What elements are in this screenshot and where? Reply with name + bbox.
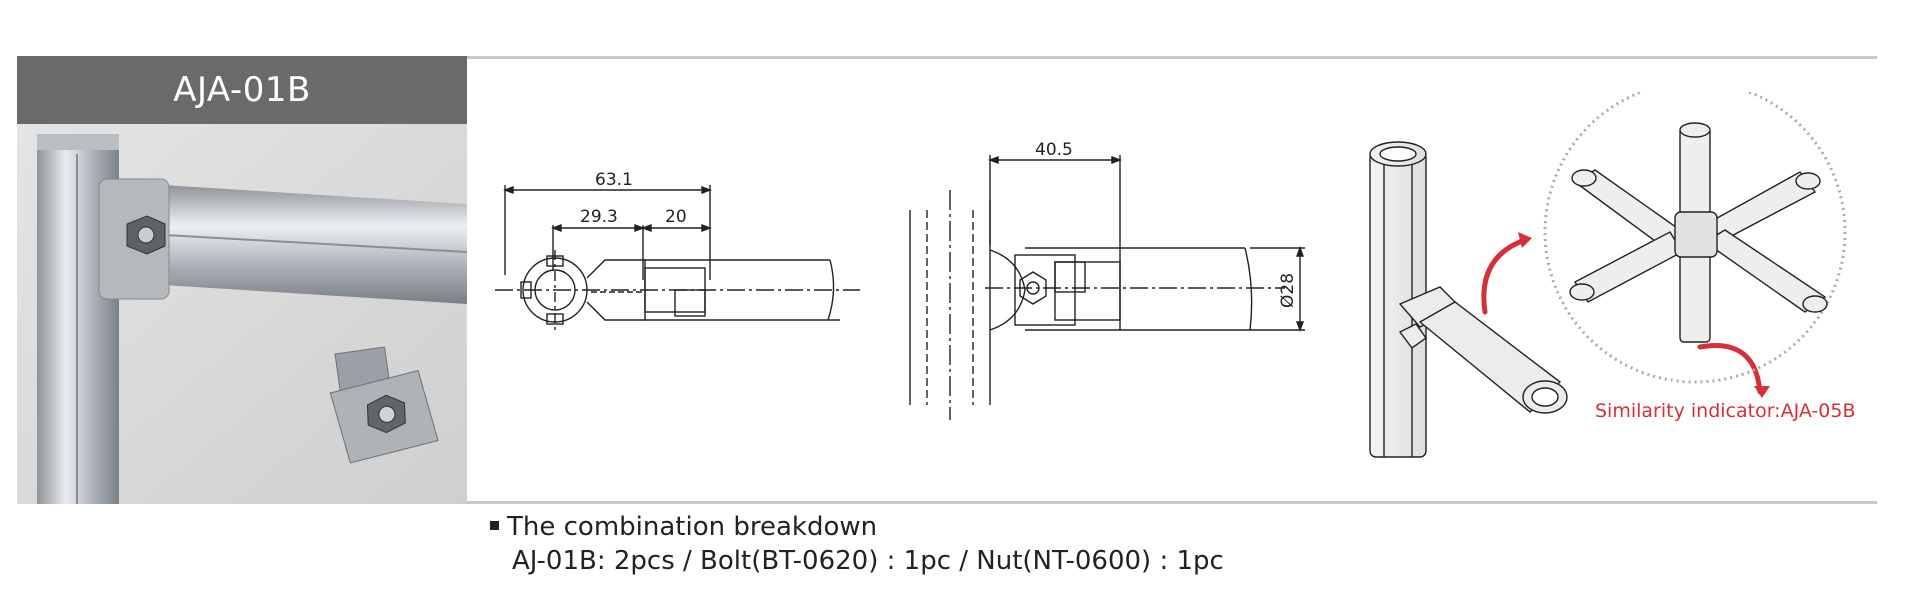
assembly-illustration xyxy=(1369,92,1847,458)
breakdown-heading: The combination breakdown xyxy=(507,512,878,542)
product-code-title: AJA-01B xyxy=(17,56,467,124)
breakdown-detail: AJ-01B: 2pcs / Bolt(BT-0620) : 1pc / Nut… xyxy=(512,546,1224,576)
dim-left: 29.3 xyxy=(580,207,618,227)
side-view-drawing: 40.5 Ø28 xyxy=(909,140,1305,420)
bottom-divider xyxy=(467,501,1877,504)
dim-diameter: Ø28 xyxy=(1278,273,1298,308)
similarity-indicator: Similarity indicator:AJA-05B xyxy=(1595,400,1856,422)
breakdown-heading-row: The combination breakdown xyxy=(490,510,1224,544)
dim-width: 40.5 xyxy=(1035,140,1073,160)
product-panel: AJA-01B xyxy=(17,56,467,504)
product-photo xyxy=(17,124,467,504)
top-divider xyxy=(467,56,1877,59)
bullet-icon xyxy=(490,521,499,530)
dim-overall: 63.1 xyxy=(595,170,633,190)
dim-right: 20 xyxy=(665,207,687,227)
combination-breakdown: The combination breakdown AJ-01B: 2pcs /… xyxy=(490,510,1224,578)
top-view-drawing: 63.1 29.3 20 xyxy=(495,170,860,330)
